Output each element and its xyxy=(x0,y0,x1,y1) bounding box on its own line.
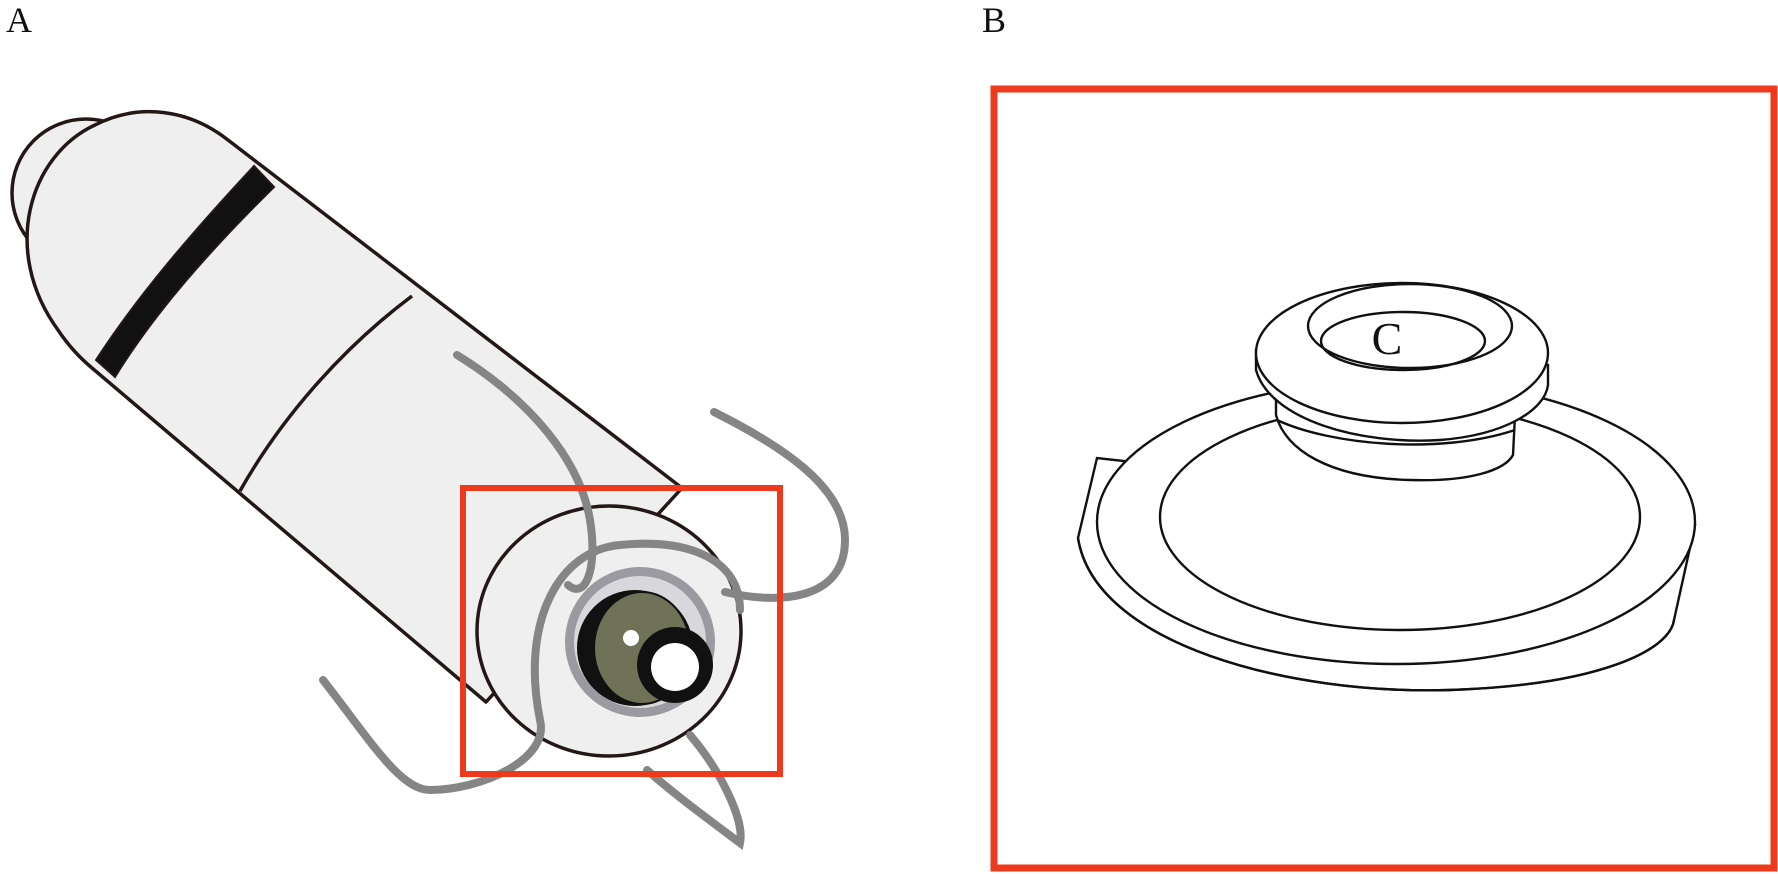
thread-4 xyxy=(643,731,745,850)
panel-b-detail: C xyxy=(990,85,1778,872)
panel-a-illustration xyxy=(10,109,850,850)
lens-highlight xyxy=(623,630,639,646)
knob-ring-outer xyxy=(1306,282,1514,370)
thread-1 xyxy=(453,351,597,593)
base-disc-bottom-edge xyxy=(1076,537,1676,692)
part-drawing xyxy=(1076,281,1697,692)
device-dark-band xyxy=(94,164,276,379)
knob-center-letter: C xyxy=(1372,313,1403,364)
panel-label-b: B xyxy=(982,0,1007,40)
highlight-box-a xyxy=(460,485,783,777)
knob-ring-inner xyxy=(1319,310,1487,372)
device-segment-seam xyxy=(238,294,414,492)
thread-3 xyxy=(319,539,744,795)
port-white-center xyxy=(651,643,699,691)
panel-label-a: A xyxy=(6,0,32,40)
highlight-box-b xyxy=(990,85,1778,872)
knob-neck-line xyxy=(1276,418,1516,446)
